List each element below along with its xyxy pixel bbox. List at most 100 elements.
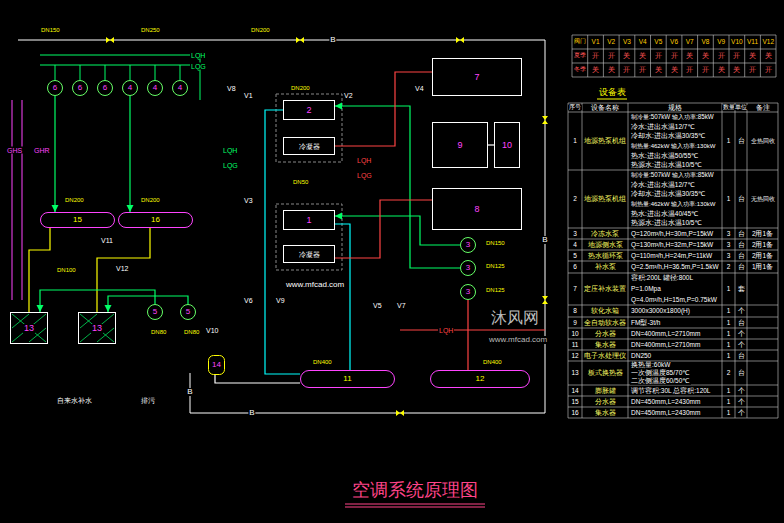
table-cell: 2: [572, 196, 578, 203]
pipe-size: DN100: [56, 267, 77, 273]
valve-tag: V9: [275, 297, 286, 304]
callout-number: 13: [91, 324, 103, 333]
table-cell: 软化水箱: [590, 308, 620, 315]
pipe-connector: [129, 96, 130, 212]
table-cell: 1: [726, 341, 732, 348]
callout-number: 14: [211, 361, 222, 369]
table-cell: 10: [570, 330, 579, 337]
valve-table-cell: V9: [716, 39, 726, 46]
valve-table-cell: 开: [717, 53, 726, 60]
vessel-outline: [431, 371, 530, 388]
callout-number: 13: [23, 324, 35, 333]
chiller-frame: [276, 94, 342, 162]
table-cell: Q=110m³/h,H=24m,P=11kW: [630, 252, 713, 259]
return-pipe: [18, 40, 545, 413]
valve-table-cell: V3: [622, 39, 632, 46]
valve-table-cell: 关: [670, 67, 679, 74]
pipe-connector: [335, 200, 432, 258]
table-cell: 换热量:60kW: [630, 362, 671, 369]
table-cell: 1: [726, 352, 732, 359]
callout-number: 16: [150, 216, 161, 224]
table-cell: Q=120m³/h,H=30m,P=15kW: [630, 230, 714, 237]
valve-tag: V2: [343, 92, 354, 99]
pipe-tag: B: [248, 409, 255, 417]
pump-symbol: [123, 81, 138, 96]
callout-number: 8: [473, 205, 480, 214]
valve-tag: V6: [243, 297, 254, 304]
pipe-size: DN200: [290, 85, 311, 91]
valve-symbol: [456, 37, 464, 43]
callout-number: 4: [177, 84, 183, 92]
table-cell: 1: [726, 138, 732, 145]
table-cell: 1: [726, 330, 732, 337]
pipe-tag: B: [541, 236, 548, 244]
pump-circle: 3: [460, 260, 476, 276]
pipe-size: DN125: [485, 287, 506, 293]
valve-table-cell: 关: [748, 53, 757, 60]
vessel: 16: [118, 212, 193, 228]
pump-circle: 4: [122, 80, 138, 96]
valve-table-cell: 开: [607, 53, 616, 60]
table-cell: 个: [737, 409, 746, 416]
table-cell: 台: [737, 252, 746, 259]
valve-symbol: [106, 37, 114, 43]
pump-symbol: [173, 81, 188, 96]
valve-symbol: [542, 116, 548, 124]
table-cell: 热源水:进出水温10/5℃: [630, 220, 703, 227]
callout-number: 6: [102, 84, 108, 92]
valve-table-cell: 夏季: [573, 53, 587, 59]
pipe-connector: [54, 96, 55, 212]
valve-tag: V1: [243, 92, 254, 99]
table-cell: 1: [726, 387, 732, 394]
callout-number: 3: [465, 241, 471, 249]
valve-tag: V3: [243, 197, 254, 204]
valve-tag: V8: [226, 85, 237, 92]
pump-circle: 5: [180, 304, 196, 320]
table-cell: 冷冻水泵: [590, 230, 620, 237]
callout-number: 6: [77, 84, 83, 92]
table-cell: 台: [737, 241, 746, 248]
callout-number: 3: [465, 288, 471, 296]
callout-number: 10: [501, 141, 513, 150]
valve-table-cell: 开: [654, 53, 663, 60]
table-cell: 4: [572, 241, 578, 248]
valve-table-cell: V5: [653, 39, 663, 46]
pipe-connector: [40, 290, 155, 312]
table-cell: 8: [572, 308, 578, 315]
table-cell: 1: [726, 286, 732, 293]
table-cell: 热源水:进出水温10/5℃: [630, 162, 703, 169]
table-cell: 集水器: [594, 341, 617, 348]
valve-symbol: [396, 410, 404, 416]
table-header: 规格: [667, 104, 683, 111]
valve-table-cell: 开: [764, 67, 773, 74]
valve-symbol: [296, 37, 304, 43]
table-cell: 一次侧温度85/70℃: [630, 370, 691, 377]
callout-number: 1: [305, 216, 312, 225]
pump-symbol: [98, 81, 113, 96]
table-cell: 14: [570, 387, 579, 394]
note: 排污: [140, 397, 156, 404]
valve-table-cell: 开: [622, 67, 631, 74]
valve-table-cell: 开: [670, 53, 679, 60]
manifold: 11: [300, 370, 395, 388]
pipe-size: DN125: [485, 263, 506, 269]
valve-table-cell: V8: [700, 39, 710, 46]
pipe-size: DN50: [292, 179, 309, 185]
table-cell: 个: [737, 330, 746, 337]
chiller-frame: [276, 204, 342, 270]
callout-number: 5: [152, 308, 158, 316]
pump-circle: 3: [460, 284, 476, 300]
heat-exchanger: 13: [78, 312, 116, 344]
valve-table-cell: 开: [701, 67, 710, 74]
condenser-box: 冷凝器: [283, 245, 335, 263]
table-cell: 板式换热器: [587, 370, 624, 377]
pump-riser: [55, 65, 180, 80]
callout-number: 2: [305, 106, 312, 115]
expansion-tank: 14: [208, 355, 225, 375]
table-cell: DN=400mm,L=2710mm: [630, 341, 701, 348]
table-cell: 全热回收: [750, 138, 776, 144]
table-cell: 台: [737, 319, 746, 326]
table-cell: 二次侧温度60/50℃: [630, 378, 691, 385]
pipe-size: DN250: [140, 27, 161, 33]
table-cell: 热水:进出水温40/45℃: [630, 210, 699, 217]
